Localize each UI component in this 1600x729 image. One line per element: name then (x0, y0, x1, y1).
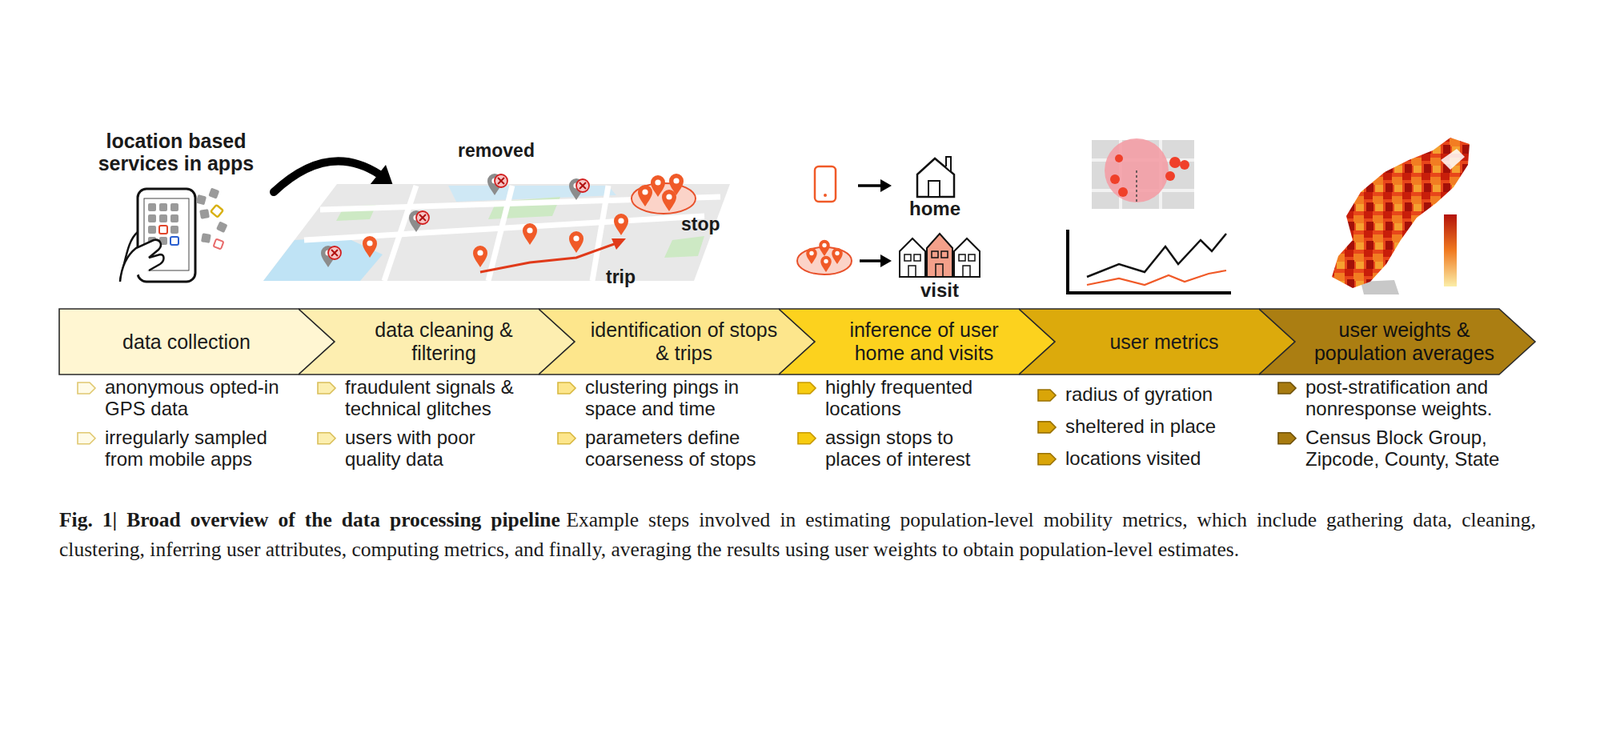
home-visit-icons (797, 156, 980, 277)
bullet-text: sheltered in place (1065, 416, 1255, 438)
bullet-tag (557, 433, 576, 445)
bullet-text: highly frequented locations (825, 376, 1015, 421)
step-label: data cleaning & filtering (348, 318, 541, 365)
illustration-label: stop (681, 214, 746, 236)
bullet-tag (1278, 433, 1296, 445)
pipeline-chevron: identification of stops & trips (538, 308, 817, 376)
figure-caption: Fig. 1| Broad overview of the data proce… (59, 505, 1536, 566)
bullet-text: locations visited (1065, 448, 1255, 470)
bullet-text: assign stops to places of interest (825, 427, 1015, 471)
map-illustration (263, 173, 730, 281)
step-label: user metrics (1109, 330, 1219, 354)
illustration-label: location based services in apps (80, 129, 273, 175)
illustration-label: trip (605, 267, 670, 289)
bullet-text: parameters define coarseness of stops (585, 427, 774, 471)
bullet-text: irregularly sampled from mobile apps (104, 427, 294, 471)
illustration-label: removed (444, 140, 549, 162)
pipeline-chevron: inference of user home and visits (778, 308, 1057, 376)
pipeline-chevron: user metrics (1018, 308, 1297, 376)
pipeline-chevron: data collection (58, 308, 337, 376)
bullet-tag (1278, 382, 1296, 394)
illustration-label: home (894, 198, 975, 221)
step-label: data collection (122, 330, 251, 354)
bullet-tag (77, 433, 96, 445)
bullet-text: anonymous opted-in GPS data (104, 376, 294, 421)
metrics-illustration (1067, 138, 1232, 293)
bullet-tag (1038, 389, 1056, 402)
bullet-text: clustering pings in space and time (585, 376, 774, 421)
bullet-text: Census Block Group, Zipcode, County, Sta… (1305, 427, 1535, 471)
bullet-tag (1038, 421, 1056, 434)
illustration-label: visit (899, 280, 980, 302)
bullet-text: fraudulent signals & technical glitches (344, 376, 534, 421)
phone-illustration (120, 188, 229, 282)
bullet-tag (1038, 453, 1056, 466)
bullet-tag (557, 382, 576, 394)
bullet-tag (797, 382, 816, 394)
bullet-text: post-stratification and nonresponse weig… (1305, 376, 1535, 421)
bullet-tag (77, 382, 96, 394)
choropleth-map (1331, 137, 1470, 295)
bullet-tag (317, 433, 336, 445)
bullet-text: radius of gyration (1065, 384, 1255, 406)
bullet-tag (317, 382, 336, 394)
bullet-tag (797, 433, 816, 445)
caption-title: Fig. 1| Broad overview of the data proce… (59, 508, 561, 532)
pipeline-chevron: data cleaning & filtering (298, 308, 577, 376)
step-label: user weights & population averages (1308, 318, 1501, 365)
bullet-text: users with poor quality data (344, 427, 534, 471)
step-label: identification of stops & trips (588, 318, 781, 365)
pipeline-chevron: user weights & population averages (1259, 308, 1537, 376)
step-label: inference of user home and visits (828, 318, 1021, 365)
